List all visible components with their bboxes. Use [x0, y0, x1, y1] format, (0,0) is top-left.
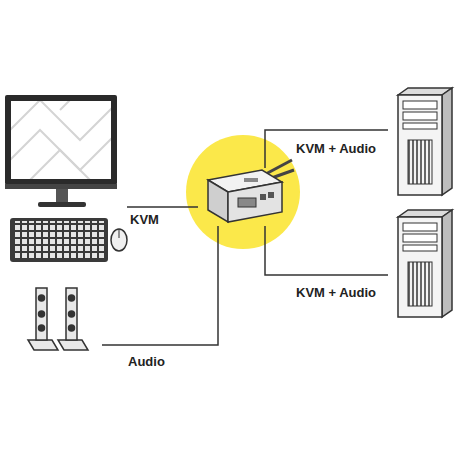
cable-line [102, 226, 218, 345]
highlight-circle [186, 135, 300, 249]
device-node [5, 88, 127, 266]
device-node [22, 285, 102, 353]
cable-label: KVM + Audio [296, 285, 376, 300]
cable-label: KVM [130, 212, 159, 227]
cable-line [127, 206, 198, 208]
speaker-icon [28, 288, 88, 350]
cable-label: KVM + Audio [296, 141, 376, 156]
cable-line [265, 226, 388, 275]
device-node [388, 212, 452, 312]
device-node [198, 168, 286, 226]
kvm-switch-icon [208, 160, 294, 222]
cable-label: Audio [128, 354, 165, 369]
device-node [388, 88, 452, 196]
pc-tower-icon [398, 88, 452, 195]
monitor-icon [0, 80, 120, 207]
keyboard-icon [10, 218, 108, 262]
mouse-icon [111, 229, 127, 251]
cable-line [265, 130, 388, 168]
